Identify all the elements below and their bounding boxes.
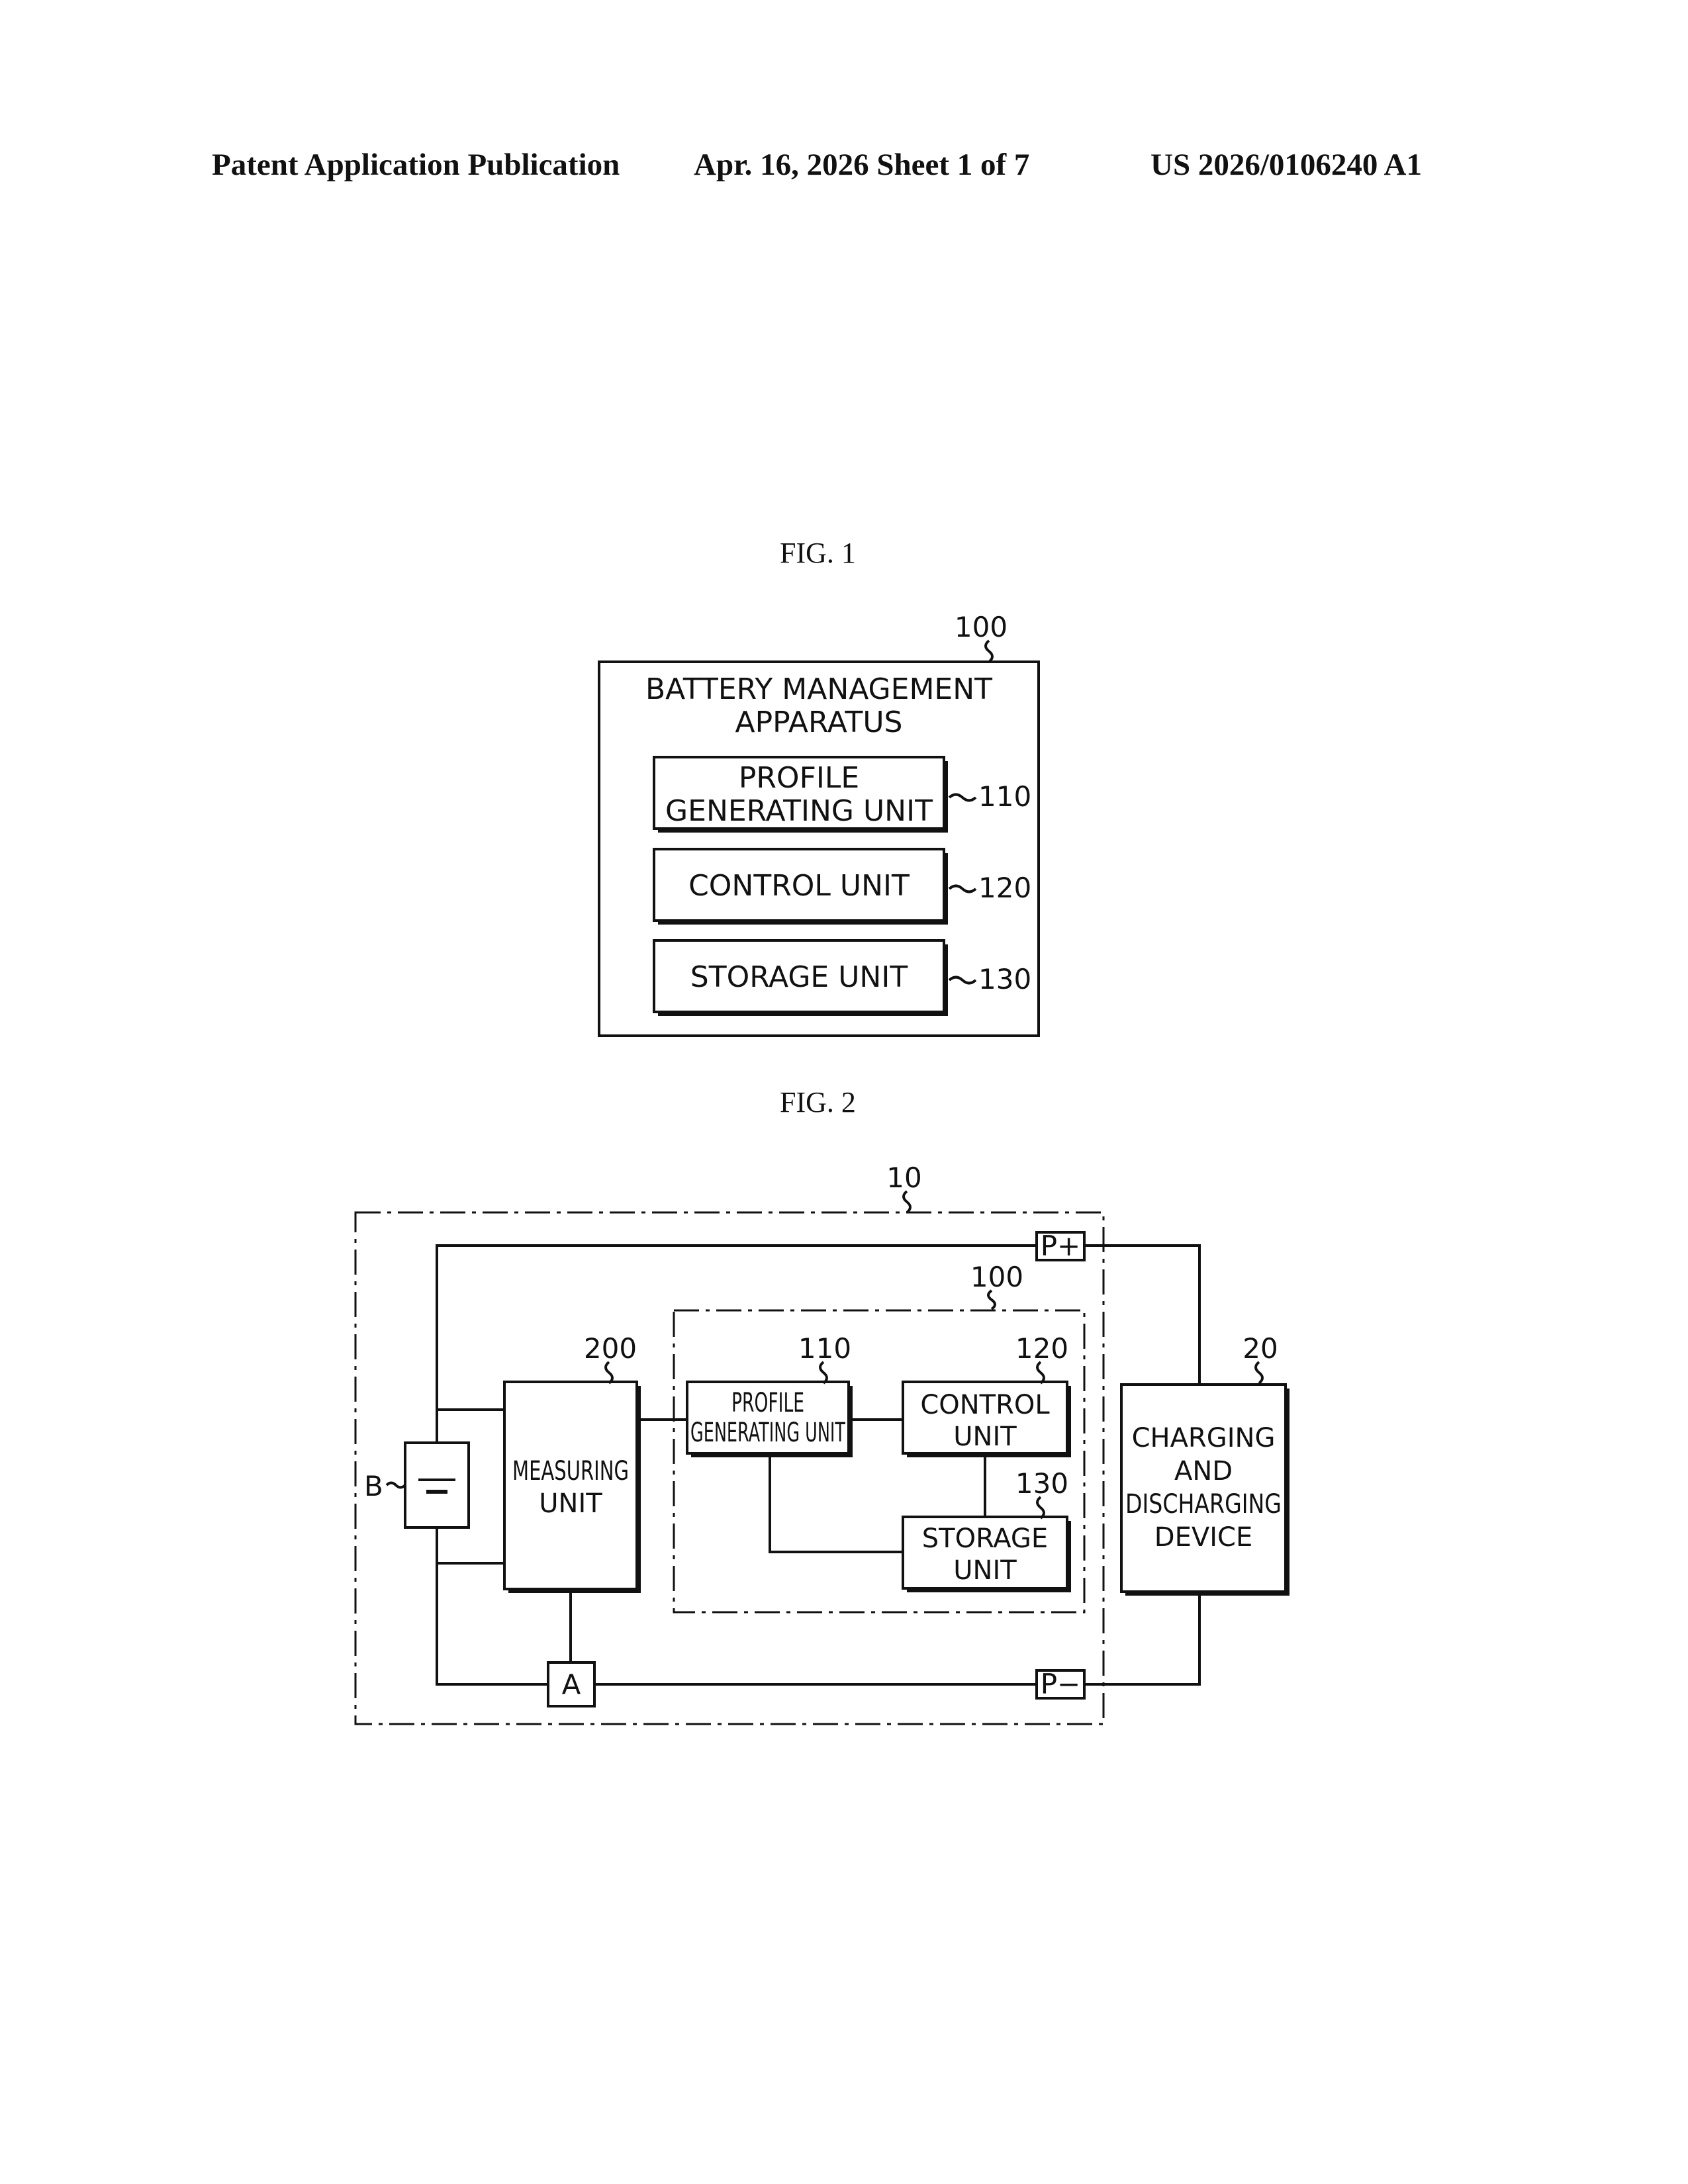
fig2-ref-200: 200 — [584, 1332, 637, 1365]
fig2-battery-label: B — [364, 1470, 383, 1502]
fig2-control-line2: UNIT — [953, 1422, 1017, 1452]
fig2-device-line1: CHARGING — [1132, 1423, 1276, 1453]
fig2-storage-line2: UNIT — [953, 1555, 1017, 1586]
fig2-ref-110-leader — [820, 1362, 827, 1383]
fig2-ref-20-leader — [1256, 1362, 1262, 1383]
fig2-ref-130: 130 — [1015, 1467, 1068, 1500]
fig1-ref-120: 120 — [978, 872, 1031, 904]
fig2-ref-200-leader — [606, 1362, 612, 1383]
fig2-device-line2: AND — [1174, 1456, 1233, 1486]
fig1-ref-120-leader — [949, 886, 976, 892]
fig1-ref-130: 130 — [978, 963, 1031, 995]
fig1-ref-100-leader — [986, 641, 992, 662]
fig2-ref-130-leader — [1037, 1497, 1044, 1518]
fig1-block-130-label: STORAGE UNIT — [690, 960, 908, 994]
fig2-ref-20: 20 — [1243, 1332, 1278, 1365]
fig1-ref-110: 110 — [978, 780, 1031, 813]
fig2-device-box — [1121, 1385, 1286, 1592]
fig1-outer-label-line2: APPARATUS — [735, 705, 903, 739]
fig2-profile-to-storage — [770, 1456, 903, 1552]
fig2-ref-10: 10 — [886, 1161, 921, 1194]
fig2-diagram — [355, 1191, 1289, 1724]
fig2-device-line4: DEVICE — [1154, 1522, 1252, 1553]
fig1-ref-130-leader — [949, 978, 976, 983]
fig2-ammeter-label: A — [562, 1668, 581, 1701]
fig2-measuring-line1: MEASURING — [512, 1456, 629, 1486]
fig2-measuring-line2: UNIT — [539, 1488, 602, 1519]
fig2-ref-100: 100 — [970, 1261, 1023, 1293]
fig2-control-line1: CONTROL — [920, 1390, 1050, 1420]
fig2-ref-120-leader — [1037, 1362, 1044, 1383]
fig2-terminal-pplus: P+ — [1041, 1230, 1081, 1262]
fig1-ref-110-leader — [949, 795, 976, 801]
fig2-ref-120: 120 — [1015, 1332, 1068, 1365]
fig2-profile-line1: PROFILE — [731, 1388, 804, 1418]
fig2-terminal-pminus: P− — [1041, 1668, 1081, 1700]
fig2-ref-100-leader — [988, 1291, 995, 1309]
fig2-battery-b-leader — [387, 1483, 405, 1488]
fig1-outer-label-line1: BATTERY MANAGEMENT — [645, 672, 992, 706]
fig2-battery-box — [405, 1443, 469, 1527]
fig1-ref-100: 100 — [955, 611, 1008, 643]
fig1-block-110-line2: GENERATING UNIT — [665, 794, 933, 828]
fig1-block-120-label: CONTROL UNIT — [688, 869, 910, 903]
fig2-ref-10-leader — [904, 1191, 910, 1212]
fig2-ref-110: 110 — [798, 1332, 851, 1365]
fig2-positive-to-device — [1062, 1246, 1199, 1385]
fig2-profile-line2: GENERATING UNIT — [690, 1418, 845, 1448]
fig2-device-line3: DISCHARGING — [1125, 1489, 1282, 1520]
fig1-block-110-line1: PROFILE — [739, 761, 859, 795]
fig2-storage-line1: STORAGE — [922, 1524, 1048, 1554]
